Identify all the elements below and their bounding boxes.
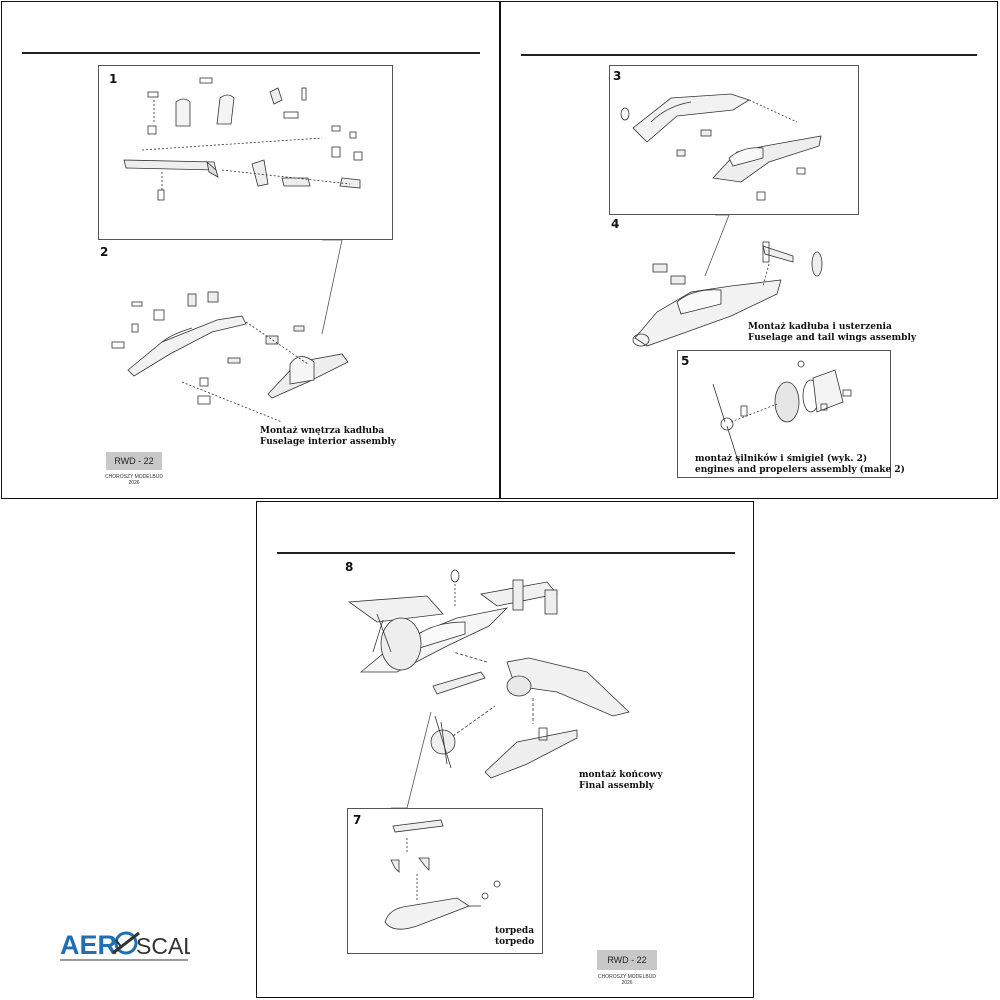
fuselage-interior-drawing (111, 77, 363, 423)
publisher-label: CHOROSZY MODELBUD 2026 (102, 474, 166, 486)
caption-pl: torpeda (495, 926, 535, 936)
step-number-4: 4 (611, 217, 620, 231)
step-number-1: 1 (109, 72, 118, 86)
logo-text-aer: AER (60, 930, 117, 960)
caption-en: Fuselage and tail wings assembly (748, 333, 917, 343)
step-number-7: 7 (353, 813, 362, 827)
publisher-name: CHOROSZY MODELBUD (105, 474, 163, 480)
final-assembly-drawing (347, 569, 630, 930)
caption-en: torpedo (495, 937, 535, 947)
step-number-3: 3 (613, 69, 622, 83)
logo-text-scale: SCALE (136, 933, 190, 959)
publisher-year: 2026 (621, 980, 633, 986)
publisher-label: CHOROSZY MODELBUD 2026 (591, 974, 663, 986)
aeroscale-logo: AER SCALE (60, 924, 211, 964)
instruction-sheet-bottom: 8 7 (256, 501, 754, 998)
header-rule (22, 52, 480, 54)
step1-detail-box (98, 65, 393, 240)
publisher-name: CHOROSZY MODELBUD (598, 974, 656, 980)
fuselage-engine-drawing (620, 93, 852, 465)
step-number-8: 8 (345, 560, 354, 574)
step7-detail-box (347, 808, 543, 954)
step-number-2: 2 (100, 245, 109, 259)
caption-en: Fuselage interior assembly (260, 437, 397, 447)
step5-detail-box (677, 350, 891, 478)
caption-final-assembly: montaż końcowy Final assembly (579, 770, 663, 792)
step-number-5: 5 (681, 354, 690, 368)
caption-en: engines and propelers assembly (make 2) (695, 465, 905, 475)
caption-fuselage-tail: Montaż kadłuba i usterzenia Fuselage and… (748, 322, 916, 344)
instruction-sheet-left: 1 2 (1, 1, 500, 499)
header-rule (521, 54, 977, 56)
caption-pl: montaż silników i śmigieł (wyk. 2) (695, 454, 868, 464)
caption-engines-propellers: montaż silników i śmigieł (wyk. 2) engin… (695, 454, 905, 476)
caption-pl: Montaż kadłuba i usterzenia (748, 322, 892, 332)
publisher-year: 2026 (128, 480, 140, 486)
header-rule (277, 552, 735, 554)
caption-en: Final assembly (579, 781, 654, 791)
caption-pl: Montaż wnętrza kadłuba (260, 426, 385, 436)
caption-fuselage-interior: Montaż wnętrza kadłuba Fuselage interior… (260, 426, 396, 448)
caption-torpedo: torpeda torpedo (495, 926, 534, 948)
instruction-sheet-right: 3 4 5 (500, 1, 998, 499)
model-tag: RWD - 22 (597, 950, 657, 970)
aeroscale-logo-mark: AER SCALE (60, 930, 211, 961)
caption-pl: montaż końcowy (579, 770, 663, 780)
model-tag: RWD - 22 (106, 452, 162, 470)
step3-detail-box (609, 65, 859, 215)
